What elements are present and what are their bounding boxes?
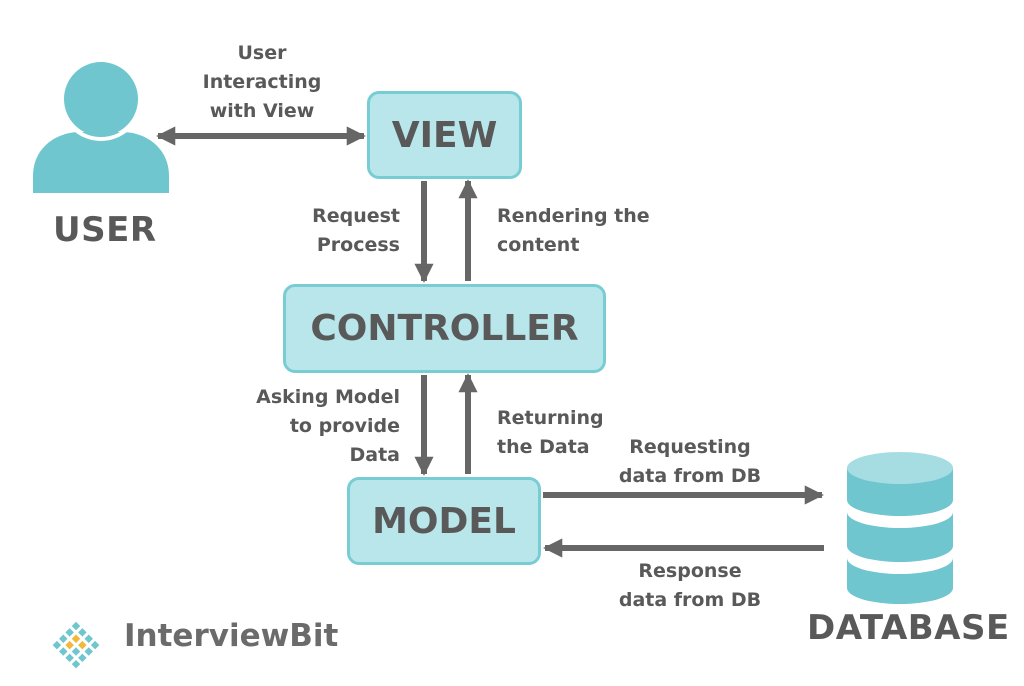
model-node-label: MODEL xyxy=(372,500,516,542)
database-label: DATABASE xyxy=(807,608,1010,648)
controller-node: CONTROLLER xyxy=(283,284,606,373)
edge-label-user-view: User Interacting with View xyxy=(202,42,322,122)
controller-node-label: CONTROLLER xyxy=(310,308,579,349)
edge-label-request-process: Request Process xyxy=(312,205,400,256)
edge-label-requesting-data: Requesting data from DB xyxy=(618,436,762,487)
user-label: USER xyxy=(53,210,157,250)
database-icon xyxy=(847,452,953,604)
interviewbit-logo-icon xyxy=(52,621,100,669)
view-node-label: VIEW xyxy=(391,114,498,156)
edge-label-returning-data: Returning the Data xyxy=(497,407,604,458)
edge-label-asking-model: Asking Model to provide Data xyxy=(256,386,400,466)
edge-label-rendering-content: Rendering the content xyxy=(497,205,650,256)
model-node: MODEL xyxy=(347,477,541,565)
brand-name: InterviewBit xyxy=(124,618,339,654)
edge-label-response-data: Response data from DB xyxy=(618,560,762,611)
view-node: VIEW xyxy=(367,91,522,179)
user-icon xyxy=(33,57,169,193)
